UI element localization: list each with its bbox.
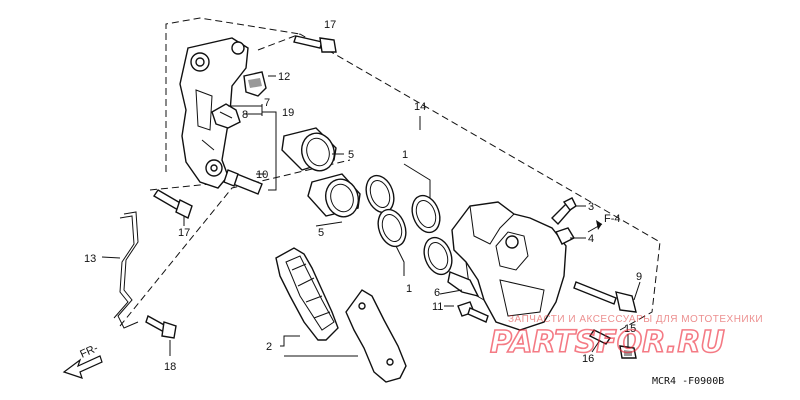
watermark-logo: PARTSFOR.RU xyxy=(490,325,725,360)
callout-18: 18 xyxy=(164,361,176,373)
callout-14: 14 xyxy=(414,101,426,113)
plug-cap xyxy=(619,345,637,359)
brake-pad-front xyxy=(275,247,339,341)
assembly-boundary-bracket xyxy=(165,17,301,172)
piston-lower xyxy=(307,173,361,218)
piston-seals xyxy=(365,174,453,276)
callout-12: 12 xyxy=(278,71,290,83)
callout-7: 7 xyxy=(264,97,270,109)
pad-retainer-clip xyxy=(211,103,241,129)
bolt-upper xyxy=(293,35,337,53)
direction-label-f4: F-4 xyxy=(604,213,621,225)
callout-11: 11 xyxy=(432,301,443,313)
watermark-text: ЗАПЧАСТИ И АКСЕССУАРЫ ДЛЯ МОТОТЕХНИКИ xyxy=(508,314,763,325)
callout-19: 19 xyxy=(282,107,294,119)
pad-spring xyxy=(447,271,480,298)
caliper-body xyxy=(451,201,567,331)
callout-16: 16 xyxy=(582,353,594,365)
callout-5-lower: 5 xyxy=(318,227,324,239)
pad-shim-wire xyxy=(113,211,139,329)
bolt-lower xyxy=(153,189,193,219)
callout-6: 6 xyxy=(434,287,440,299)
callout-17-upper: 17 xyxy=(324,19,336,31)
wire-bolt xyxy=(145,314,177,339)
figure-code: MCR4 -F0900B xyxy=(652,376,724,387)
callout-5-upper: 5 xyxy=(348,149,354,161)
watermark: ЗАПЧАСТИ И АКСЕССУАРЫ ДЛЯ МОТОТЕХНИКИ PA… xyxy=(489,314,763,361)
direction-arrow-f4: F-4 xyxy=(587,213,621,233)
callout-10: 10 xyxy=(256,169,268,181)
callout-17-lower: 17 xyxy=(178,227,190,239)
piston-upper xyxy=(281,127,337,172)
bleeder-valve xyxy=(551,197,577,226)
slide-pin xyxy=(223,169,263,195)
callout-9: 9 xyxy=(636,271,642,283)
leader-lines xyxy=(101,75,641,357)
direction-arrow-fr: FR- xyxy=(62,342,103,379)
callout-13: 13 xyxy=(84,253,96,265)
caliper-bolt xyxy=(457,301,489,323)
callout-1-lower: 1 xyxy=(406,283,412,295)
brake-pad-rear xyxy=(345,289,407,383)
callout-4: 4 xyxy=(588,233,594,245)
callout-labels: 17 12 7 8 19 14 5 1 10 5 17 3 4 13 1 6 9… xyxy=(84,19,642,373)
pin-bolt xyxy=(573,281,637,313)
callout-1-upper: 1 xyxy=(402,149,408,161)
pin-plug xyxy=(588,329,612,345)
pin-boot xyxy=(243,71,267,97)
callout-8: 8 xyxy=(242,109,248,121)
callout-3: 3 xyxy=(588,201,594,213)
callout-2: 2 xyxy=(266,341,272,353)
callout-15: 15 xyxy=(624,323,636,335)
